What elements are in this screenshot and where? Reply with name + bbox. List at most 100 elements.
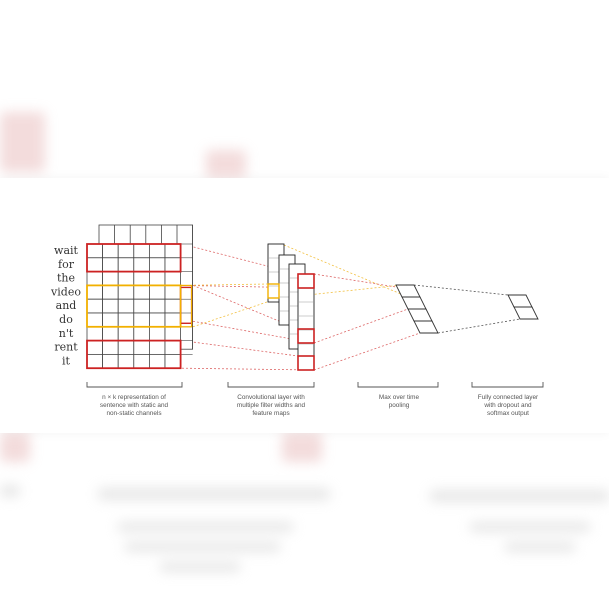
matrix-cell bbox=[164, 298, 182, 314]
caption-input-1: sentence with static and bbox=[100, 402, 169, 409]
caption-fc-0: Fully connected layer bbox=[478, 394, 539, 401]
matrix-cell bbox=[148, 257, 166, 272]
matrix-cell bbox=[117, 312, 135, 328]
pooled-vector bbox=[395, 284, 439, 334]
word-3: video bbox=[50, 285, 81, 298]
matrix-cell bbox=[164, 353, 182, 369]
link-red bbox=[181, 340, 299, 357]
matrix-cell bbox=[148, 243, 166, 259]
matrix-cell bbox=[133, 340, 150, 355]
matrix-cell bbox=[148, 353, 166, 369]
input-matrix bbox=[86, 224, 194, 370]
matrix-cell bbox=[86, 243, 104, 259]
feature-red-mid bbox=[297, 328, 315, 344]
word-1: for bbox=[58, 258, 75, 271]
output-cell-0 bbox=[507, 294, 533, 308]
matrix-cell bbox=[148, 298, 166, 314]
pooled-cell-1 bbox=[401, 296, 427, 310]
matrix-cell bbox=[133, 312, 150, 328]
matrix-cell bbox=[86, 312, 104, 328]
matrix-cell bbox=[148, 340, 166, 355]
caption-conv-2: feature maps bbox=[252, 410, 289, 417]
matrix-cell bbox=[117, 326, 135, 341]
filter-side-marker bbox=[180, 284, 193, 328]
matrix-cell bbox=[117, 284, 135, 300]
matrix-cell bbox=[102, 353, 119, 369]
matrix-cell bbox=[148, 271, 166, 286]
matrix-cell bbox=[86, 257, 104, 272]
matrix-cell bbox=[86, 340, 104, 355]
feature-maps bbox=[267, 243, 315, 371]
link-red bbox=[181, 367, 315, 371]
matrix-cell bbox=[117, 340, 135, 355]
word-5: do bbox=[59, 313, 73, 326]
matrix-cell bbox=[133, 243, 150, 259]
link-red bbox=[192, 320, 315, 344]
matrix-cell bbox=[164, 312, 182, 328]
matrix-cell bbox=[164, 257, 182, 272]
link-gray bbox=[437, 318, 521, 334]
stage-brackets bbox=[86, 382, 544, 388]
matrix-cell bbox=[102, 243, 119, 259]
caption-conv-1: multiple filter widths and bbox=[237, 402, 306, 409]
link-red bbox=[313, 273, 397, 288]
bracket-input bbox=[86, 382, 183, 388]
output-vector bbox=[507, 294, 539, 320]
word-8: it bbox=[62, 354, 71, 367]
caption-fc-2: softmax output bbox=[487, 410, 529, 417]
matrix-cell bbox=[117, 257, 135, 272]
word-0: wait bbox=[54, 244, 78, 257]
caption-pool-0: Max over time bbox=[379, 394, 420, 401]
word-7: rent bbox=[54, 341, 78, 354]
matrix-cell bbox=[102, 298, 119, 314]
output-cell-1 bbox=[513, 306, 539, 320]
pooled-cell-2 bbox=[407, 308, 433, 322]
pooled-cell-0 bbox=[395, 284, 421, 298]
matrix-cell bbox=[117, 271, 135, 286]
matrix-cell bbox=[164, 284, 182, 300]
matrix-cell bbox=[117, 243, 135, 259]
feature-red-top bbox=[297, 273, 315, 289]
feature-red-bottom bbox=[297, 355, 315, 371]
bracket-pool bbox=[357, 382, 439, 388]
caption-conv-0: Convolutional layer with bbox=[237, 394, 305, 401]
matrix-cell bbox=[102, 271, 119, 286]
link-red bbox=[192, 285, 299, 330]
link-yellow bbox=[192, 297, 280, 328]
matrix-cell bbox=[117, 298, 135, 314]
matrix-cell bbox=[133, 257, 150, 272]
caption-fc-1: with dropout and bbox=[483, 402, 532, 409]
word-4: and bbox=[56, 299, 77, 312]
matrix-cell bbox=[102, 257, 119, 272]
matrix-cell bbox=[148, 284, 166, 300]
caption-input-2: non-static channels bbox=[106, 410, 161, 417]
matrix-cell bbox=[86, 298, 104, 314]
matrix-cell bbox=[164, 271, 182, 286]
feature-yellow bbox=[267, 283, 280, 299]
link-yellow bbox=[283, 244, 409, 298]
caption-input-0: n × k representation of bbox=[102, 394, 166, 401]
matrix-cell bbox=[86, 353, 104, 369]
bracket-conv bbox=[227, 382, 315, 388]
matrix-cell bbox=[86, 284, 104, 300]
matrix-cell bbox=[133, 298, 150, 314]
link-gray bbox=[413, 284, 509, 296]
matrix-cell bbox=[164, 326, 182, 341]
matrix-cell bbox=[148, 326, 166, 341]
matrix-cell bbox=[133, 284, 150, 300]
matrix-cell bbox=[102, 312, 119, 328]
word-2: the bbox=[57, 272, 75, 285]
link-red bbox=[313, 308, 409, 344]
matrix-cell bbox=[133, 353, 150, 369]
filter-region bbox=[86, 339, 182, 370]
matrix-cell bbox=[148, 312, 166, 328]
pooled-cell-3 bbox=[413, 320, 439, 334]
matrix-cell bbox=[164, 340, 182, 355]
matrix-cell bbox=[102, 340, 119, 355]
matrix-cell bbox=[86, 326, 104, 341]
matrix-cell bbox=[102, 284, 119, 300]
matrix-cell bbox=[164, 243, 182, 259]
matrix-cell bbox=[86, 271, 104, 286]
